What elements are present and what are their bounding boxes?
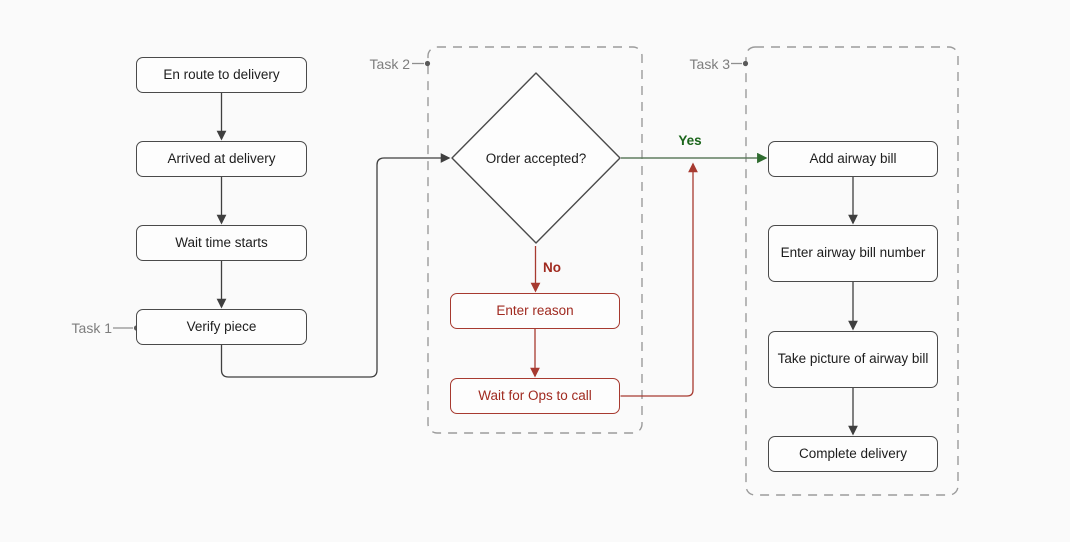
node-add-airway-bill[interactable]: Add airway bill [768, 141, 938, 177]
node-wait-time-starts[interactable]: Wait time starts [136, 225, 307, 261]
no-branch-label: No [543, 260, 561, 275]
task2-label: Task 2 [369, 56, 410, 72]
node-verify-piece[interactable]: Verify piece [136, 309, 307, 345]
node-en-route-to-delivery[interactable]: En route to delivery [136, 57, 307, 93]
task2-group-box [427, 46, 643, 434]
task3-connector-dot [742, 60, 749, 67]
task2-connector-dot [424, 60, 431, 67]
node-wait-for-ops-to-call[interactable]: Wait for Ops to call [450, 378, 620, 414]
task1-label: Task 1 [71, 320, 112, 336]
task3-group-box [745, 46, 959, 496]
task3-label: Task 3 [689, 56, 730, 72]
node-arrived-at-delivery[interactable]: Arrived at delivery [136, 141, 307, 177]
decision-diamond-shape[interactable] [451, 72, 621, 244]
node-enter-airway-bill-number[interactable]: Enter airway bill number [768, 225, 938, 282]
yes-branch-label: Yes [678, 133, 702, 148]
node-order-accepted-decision[interactable]: Order accepted? [485, 150, 587, 166]
node-complete-delivery[interactable]: Complete delivery [768, 436, 938, 472]
arrow-verify-to-decision [220, 153, 451, 378]
node-take-picture-of-airway-bill[interactable]: Take picture of airway bill [768, 331, 938, 388]
node-enter-reason[interactable]: Enter reason [450, 293, 620, 329]
arrow-waitops-loop-to-yes [620, 162, 698, 397]
